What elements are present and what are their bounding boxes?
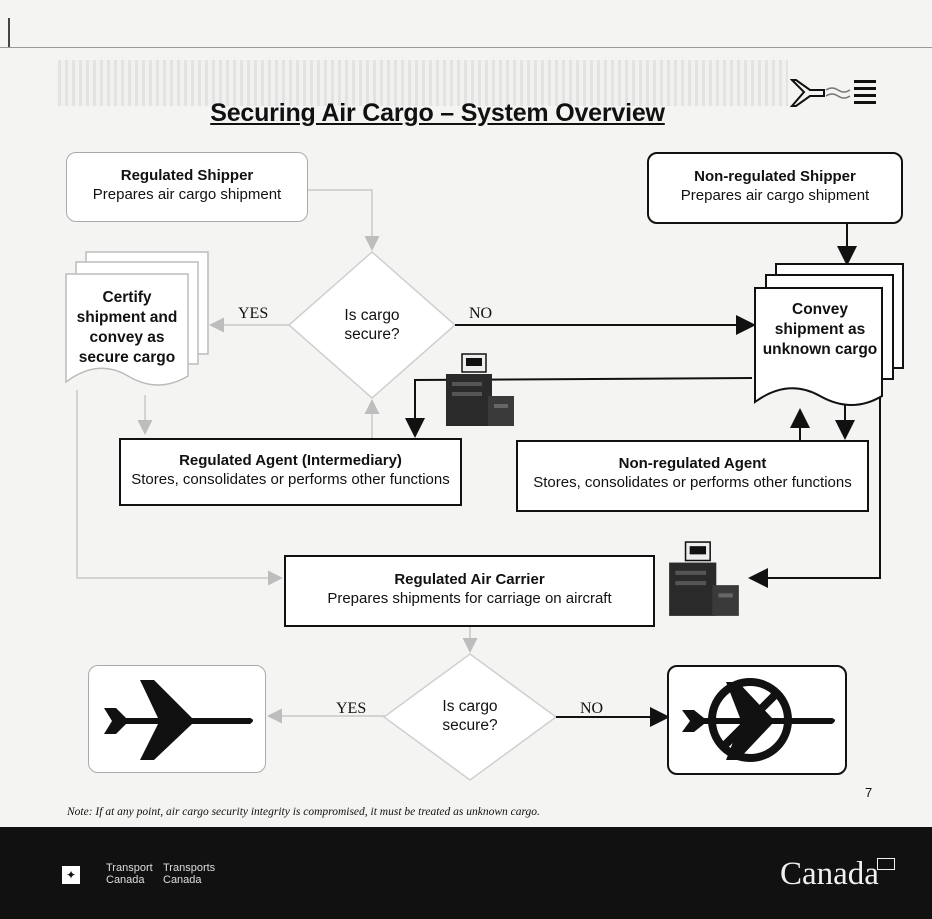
wordmark-flag-icon	[876, 858, 895, 870]
airplane-icon	[104, 680, 253, 760]
decision-bottom-no-label: NO	[580, 700, 604, 717]
canada-flag-icon: ✦	[54, 866, 88, 884]
airplane-prohibited-icon	[682, 678, 835, 762]
decision-top-no-label: NO	[469, 305, 493, 322]
footnote: Note: If at any point, air cargo securit…	[67, 806, 540, 818]
regulated-air-carrier-box: Regulated Air Carrier Prepares shipments…	[284, 555, 655, 627]
decision-bottom-question: Is cargo secure?	[442, 698, 498, 734]
xray-screening-machine-icon	[669, 541, 739, 616]
non-regulated-agent-subtitle: Stores, consolidates or performs other f…	[533, 474, 852, 491]
decision-top-question: Is cargo secure?	[344, 307, 400, 343]
page-edge-mark	[8, 18, 10, 48]
decision-top-yes-label: YES	[238, 305, 269, 322]
air-carrier-subtitle: Prepares shipments for carriage on aircr…	[327, 590, 612, 607]
non-regulated-shipper-title: Non-regulated Shipper	[694, 168, 856, 185]
canada-wordmark-text: Canada	[780, 856, 879, 892]
air-carrier-title: Regulated Air Carrier	[394, 571, 545, 588]
certify-text: Certify shipment and convey as secure ca…	[76, 289, 178, 366]
regulated-shipper-subtitle: Prepares air cargo shipment	[92, 186, 282, 203]
dept-name-en: Transport Canada	[106, 862, 153, 886]
xray-screening-machine-icon	[446, 353, 514, 426]
non-regulated-agent-title: Non-regulated Agent	[618, 455, 767, 472]
regulated-shipper-box: Regulated Shipper Prepares air cargo shi…	[66, 152, 308, 222]
airplane-logo-icon	[790, 79, 876, 107]
non-regulated-agent-box: Non-regulated Agent Stores, consolidates…	[516, 440, 869, 512]
flow-connectors	[76, 189, 881, 781]
regulated-agent-box: Regulated Agent (Intermediary) Stores, c…	[119, 438, 462, 506]
footer-bar	[0, 827, 932, 919]
header-texture	[58, 60, 788, 106]
regulated-agent-title: Regulated Agent (Intermediary)	[179, 452, 402, 469]
non-regulated-shipper-box: Non-regulated Shipper Prepares air cargo…	[647, 152, 903, 224]
decision-bottom-yes-label: YES	[336, 700, 367, 717]
canada-wordmark: Canada	[780, 856, 895, 893]
convey-document-stack	[754, 263, 904, 406]
certify-document-stack	[65, 251, 209, 386]
page-number: 7	[865, 785, 873, 800]
header-rule	[0, 47, 932, 48]
regulated-shipper-title: Regulated Shipper	[120, 167, 254, 184]
non-regulated-shipper-subtitle: Prepares air cargo shipment	[680, 187, 870, 204]
dept-name-fr: Transports Canada	[163, 862, 216, 886]
regulated-agent-subtitle: Stores, consolidates or performs other f…	[131, 471, 450, 488]
convey-text: Convey shipment as unknown cargo	[762, 301, 878, 358]
page-title: Securing Air Cargo – System Overview	[210, 99, 665, 127]
